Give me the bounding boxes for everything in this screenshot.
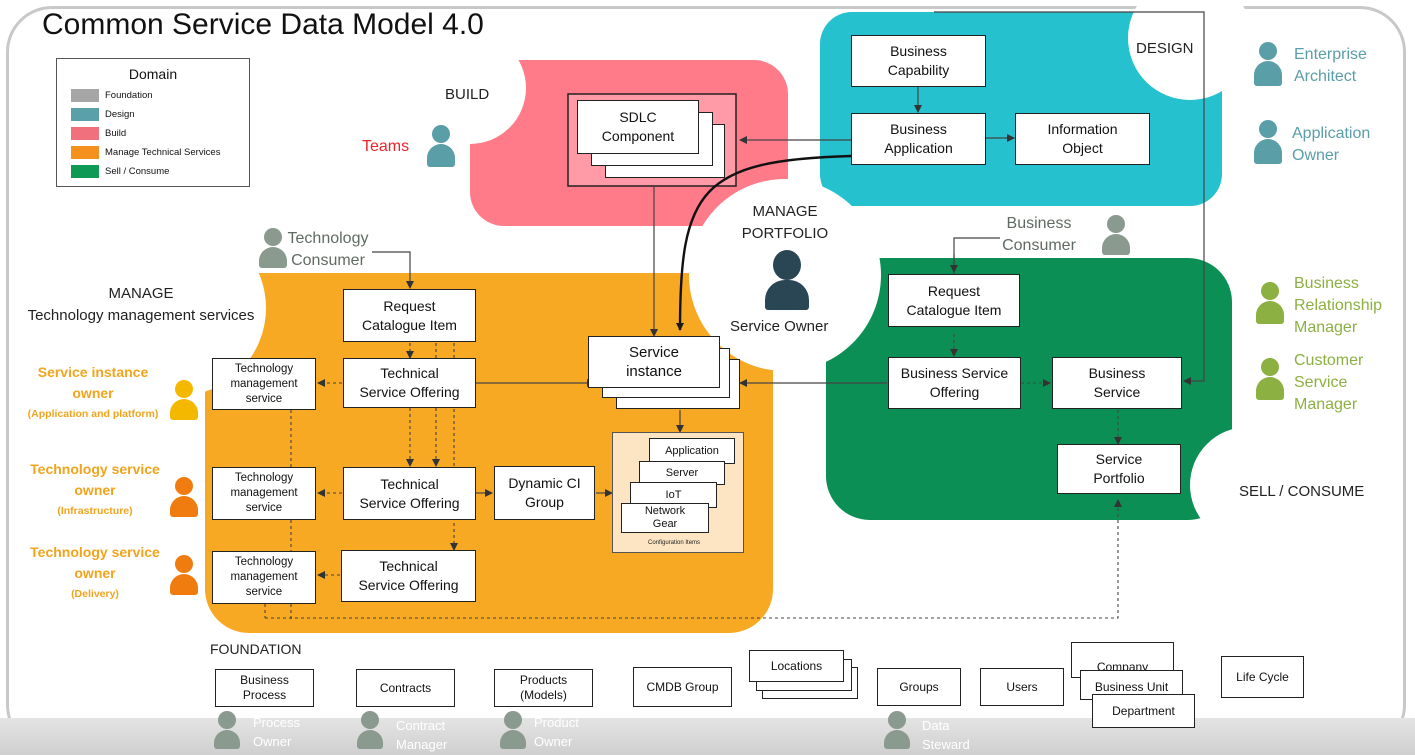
application-owner-person-icon [1254, 120, 1282, 164]
service-owner-person-icon [765, 250, 809, 310]
service-instance-box[interactable]: Service instance [588, 336, 720, 388]
role-business-consumer: Business Consumer [1002, 215, 1076, 254]
technology-management-service-2[interactable]: Technology management service [212, 467, 316, 520]
role-process-owner: Process Owner [253, 715, 300, 749]
diagram-title: Common Service Data Model 4.0 [42, 8, 484, 41]
dynamic-ci-group-box[interactable]: Dynamic CI Group [494, 466, 595, 520]
service-instance-owner-person-icon [170, 380, 198, 420]
domain-legend: Domain Foundation Design Build Manage Te… [56, 58, 250, 187]
technical-service-offering-3[interactable]: Technical Service Offering [341, 550, 476, 602]
role-technology-service-owner-delivery-sub: (Delivery) [71, 588, 119, 600]
zone-label-sell: SELL / CONSUME [1239, 483, 1365, 500]
process-owner-person-icon [214, 711, 240, 749]
role-technology-service-owner-infra-sub: (Infrastructure) [57, 505, 133, 517]
role-application-owner: Application Owner [1292, 125, 1371, 164]
build-zone-cutout [414, 32, 526, 144]
role-data-steward: Data Steward [922, 718, 970, 752]
role-csm: Customer Service Manager [1294, 352, 1364, 413]
zone-label-design: DESIGN [1136, 40, 1194, 57]
foundation-products-models[interactable]: Products (Models) [494, 669, 593, 707]
legend-swatch [71, 107, 99, 121]
design-zone-cutout [1128, 0, 1252, 100]
zone-label-manage-tech: MANAGE Technology management services [27, 285, 255, 324]
foundation-cmdb-group[interactable]: CMDB Group [633, 667, 732, 707]
technical-service-offering-1[interactable]: Technical Service Offering [343, 358, 476, 408]
manage-zone-cutout [90, 220, 266, 396]
role-service-instance-owner: Service instance owner [37, 364, 149, 401]
legend-swatch [71, 164, 99, 178]
foundation-locations[interactable]: Locations [749, 650, 844, 682]
service-portfolio-box[interactable]: Service Portfolio [1057, 444, 1181, 494]
foundation-life-cycle[interactable]: Life Cycle [1221, 656, 1304, 698]
foundation-users[interactable]: Users [980, 668, 1064, 706]
business-application-box[interactable]: Business Application [851, 113, 986, 165]
legend-heading: Domain [128, 66, 178, 82]
information-object-box[interactable]: Information Object [1015, 113, 1150, 165]
business-consumer-person-icon [1102, 215, 1130, 255]
data-steward-person-icon [884, 711, 910, 749]
business-service-offering-box[interactable]: Business Service Offering [888, 357, 1021, 409]
role-service-instance-owner-sub: (Application and platform) [27, 408, 159, 420]
zone-label-manage-portfolio: MANAGE PORTFOLIO [741, 203, 829, 242]
legend-item-build: Build [71, 126, 126, 140]
contract-manager-person-icon [357, 711, 383, 749]
technology-service-owner-delivery-person-icon [170, 555, 198, 595]
business-capability-box[interactable]: Business Capability [851, 35, 986, 87]
technology-management-service-3[interactable]: Technology management service [212, 551, 316, 604]
ci-network-gear[interactable]: Network Gear [621, 503, 709, 533]
foundation-business-process[interactable]: Business Process [215, 669, 314, 707]
zone-label-build: BUILD [445, 86, 490, 103]
role-technology-service-owner-delivery: Technology service owner [30, 544, 160, 581]
role-technology-consumer: Technology Consumer [287, 230, 369, 269]
ci-application[interactable]: Application [649, 438, 735, 464]
zone-label-foundation: FOUNDATION [210, 641, 302, 657]
technology-management-service-1[interactable]: Technology management service [212, 358, 316, 410]
enterprise-architect-person-icon [1254, 42, 1282, 86]
legend-swatch [71, 126, 99, 140]
product-owner-person-icon [500, 711, 526, 749]
legend-swatch [71, 88, 99, 102]
legend-item-sell: Sell / Consume [71, 164, 169, 178]
role-product-owner: Product Owner [534, 715, 579, 749]
teams-person-icon [427, 125, 455, 167]
role-teams: Teams [362, 138, 410, 155]
foundation-contracts[interactable]: Contracts [356, 669, 455, 707]
foundation-groups[interactable]: Groups [877, 668, 961, 706]
request-catalogue-tech-box[interactable]: Request Catalogue Item [343, 289, 476, 342]
role-enterprise-architect: Enterprise Architect [1294, 46, 1367, 85]
sdlc-component-box[interactable]: SDLC Component [577, 100, 699, 154]
legend-item-design: Design [71, 107, 135, 121]
technology-consumer-person-icon [259, 228, 287, 268]
ci-server[interactable]: Server [639, 461, 725, 485]
brm-person-icon [1256, 282, 1284, 324]
request-catalogue-business-box[interactable]: Request Catalogue Item [888, 274, 1020, 327]
foundation-department[interactable]: Department [1092, 694, 1195, 728]
technical-service-offering-2[interactable]: Technical Service Offering [343, 467, 476, 520]
role-contract-manager: Contract Manager [396, 718, 448, 752]
business-service-box[interactable]: Business Service [1052, 357, 1182, 409]
config-items-caption: Configuration Items [648, 540, 701, 546]
legend-item-foundation: Foundation [71, 88, 153, 102]
technology-service-owner-infra-person-icon [170, 477, 198, 517]
legend-item-manage: Manage Technical Services [71, 145, 220, 159]
role-technology-service-owner-infra: Technology service owner [30, 461, 160, 498]
sell-zone-cutout [1190, 427, 1306, 543]
role-service-owner: Service Owner [730, 318, 829, 335]
csm-person-icon [1256, 358, 1284, 400]
legend-swatch [71, 145, 99, 159]
role-brm: Business Relationship Manager [1294, 275, 1383, 336]
